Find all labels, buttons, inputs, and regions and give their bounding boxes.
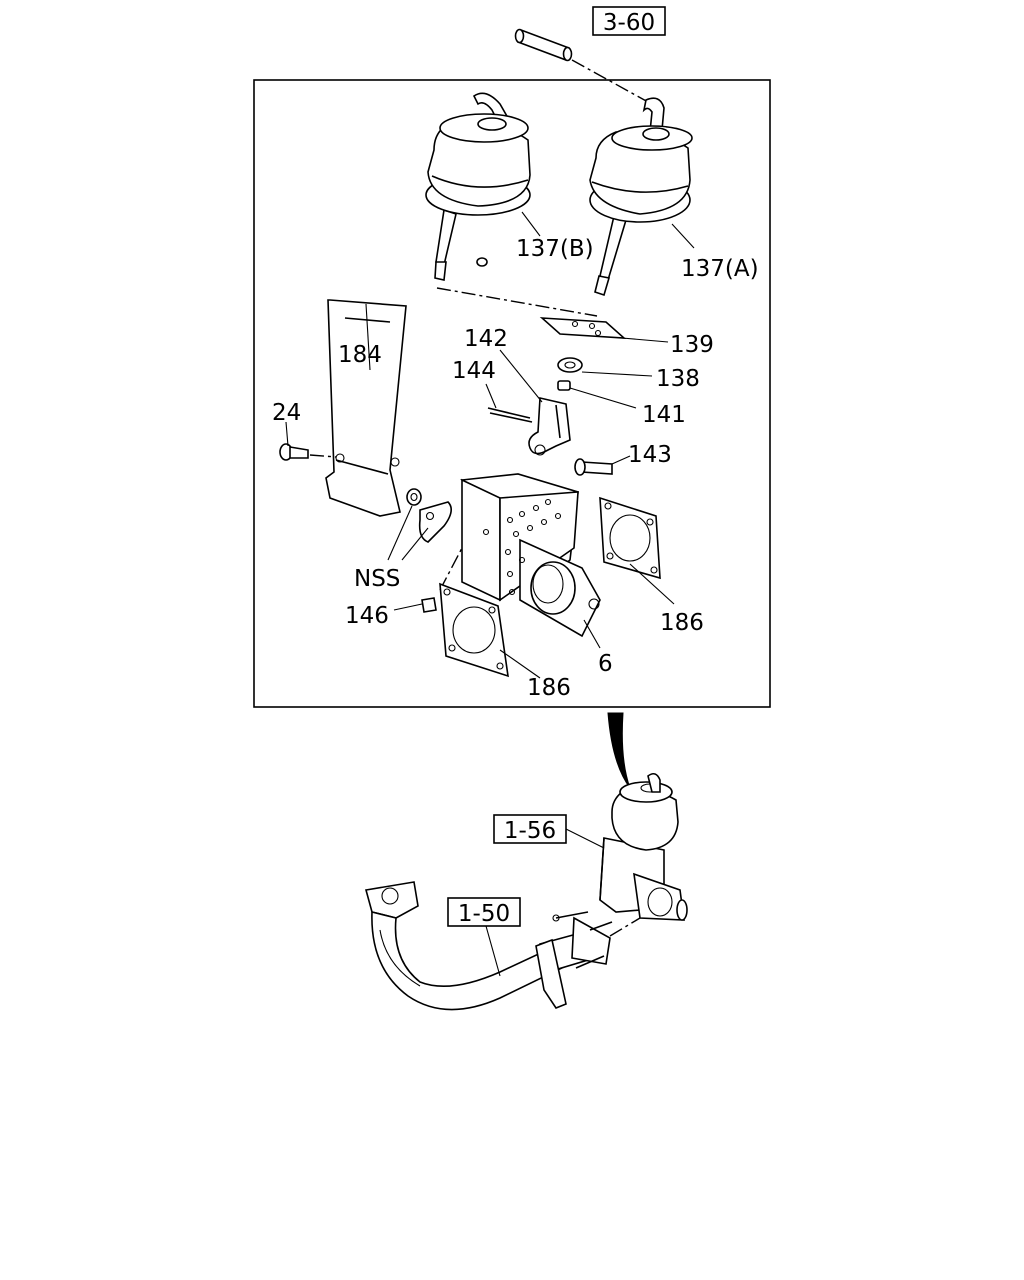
leader-lines	[285, 211, 695, 679]
plate-139	[539, 317, 627, 339]
ref-box-3-60[interactable]: 3-60	[592, 6, 666, 36]
callout-186-right: 186	[660, 610, 704, 636]
bracket-184	[325, 299, 407, 517]
callout-141: 141	[642, 402, 686, 428]
valve-body-6	[439, 473, 601, 638]
callout-144: 144	[452, 358, 496, 384]
gasket-186-right	[599, 496, 661, 580]
hose-3-60	[514, 28, 649, 103]
ref-1-50-label: 1-50	[458, 901, 510, 927]
callout-146: 146	[345, 603, 389, 629]
detail-pointer-arrow	[607, 712, 631, 789]
callout-137a: 137(A)	[681, 256, 759, 282]
actuator-137b	[425, 92, 531, 281]
ref-3-60-label: 3-60	[603, 10, 655, 36]
exhaust-pipe-1-50	[364, 881, 641, 1011]
callout-24: 24	[272, 400, 301, 426]
callout-nss: NSS	[354, 566, 400, 592]
callout-138: 138	[656, 366, 700, 392]
pin-144	[487, 407, 533, 423]
nut-138	[557, 357, 583, 373]
ref-1-56-label: 1-56	[504, 818, 556, 844]
callout-184: 184	[338, 342, 382, 368]
ref-box-1-56[interactable]: 1-56	[493, 814, 605, 849]
actuator-137a	[589, 97, 693, 297]
nut-146	[421, 597, 437, 613]
washer-141	[557, 380, 571, 391]
gasket-186-bottom	[439, 582, 509, 678]
callout-142: 142	[464, 326, 508, 352]
pin-143	[574, 458, 613, 476]
callout-6: 6	[598, 651, 613, 677]
lever-142	[528, 397, 571, 456]
nss-parts	[406, 488, 452, 543]
assembled-valve-unit	[599, 772, 688, 921]
ref-box-1-50[interactable]: 1-50	[447, 897, 521, 977]
callout-143: 143	[628, 442, 672, 468]
detail-frame	[253, 79, 771, 708]
callout-186-bottom: 186	[527, 675, 571, 701]
callout-139: 139	[670, 332, 714, 358]
callout-137b: 137(B)	[516, 236, 594, 262]
bolt-24	[279, 443, 337, 461]
